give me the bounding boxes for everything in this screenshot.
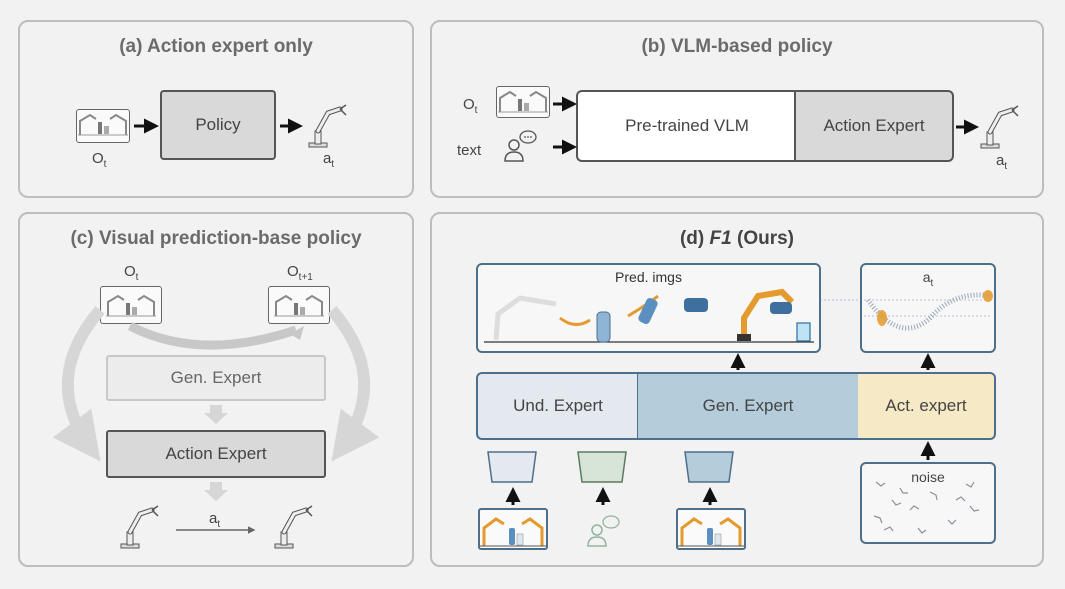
noise-icon — [873, 481, 980, 534]
und-expert-box: Und. Expert — [476, 372, 638, 440]
noise-frame: noise — [860, 462, 996, 544]
next-obs-thumbnail-icon — [268, 286, 330, 324]
panel-b-title: (b) VLM-based policy — [641, 36, 833, 57]
act-expert-box: Act. expert — [858, 372, 996, 440]
panel-c-title: (c) Visual prediction-base policy — [70, 228, 362, 249]
obs-label: Ot — [92, 150, 107, 170]
obs-thumbnail-icon — [100, 286, 162, 324]
gen-flow-arrow — [127, 321, 298, 350]
scene-thumbnail-icon — [478, 517, 548, 548]
action-label: at — [209, 510, 221, 530]
trajectory-frame: at — [860, 263, 996, 353]
noise-label: noise — [911, 469, 945, 485]
speech-person-icon — [504, 130, 537, 162]
obs-to-action-arrow — [52, 306, 105, 462]
robot-arm-icon — [309, 105, 346, 147]
gen-expert-box: Gen. Expert — [106, 355, 326, 401]
pred-imgs-strip — [484, 288, 814, 343]
robot-arm-icon — [275, 506, 312, 548]
und-tokenizer-icon — [487, 451, 537, 483]
scene-thumbnail-icon — [676, 517, 746, 548]
action-trajectory — [864, 290, 993, 331]
text-label: text — [457, 142, 482, 159]
scene-thumbnail-icon — [77, 114, 129, 136]
robot-arm-icon — [121, 506, 158, 548]
obs-thumbnail-icon — [496, 86, 550, 118]
panel-c: (c) Visual prediction-base policy — [18, 212, 414, 567]
policy-box: Policy — [160, 90, 276, 160]
panel-a-title: (a) Action expert only — [119, 36, 313, 57]
next-obs-to-action-arrow — [327, 306, 380, 462]
vlm-box: Pre-trained VLM — [576, 90, 796, 162]
scene-thumbnail-icon — [105, 295, 157, 317]
panel-d-title: (d) F1 (Ours) — [679, 228, 794, 249]
action-expert-box: Action Expert — [794, 90, 954, 162]
text-tokenizer-icon — [577, 451, 627, 483]
action-label: at — [323, 150, 335, 170]
robot-arm-icon — [981, 106, 1018, 148]
gen-tokenizer-icon — [684, 451, 734, 483]
obs-thumbnail-icon — [76, 109, 130, 143]
obs-label: Ot — [124, 263, 139, 283]
obs-label: Ot — [463, 96, 478, 116]
action-expert-box: Action Expert — [106, 430, 326, 478]
action-label: at — [996, 152, 1008, 172]
trajectory-label: at — [922, 269, 934, 289]
scene-thumbnail-icon — [273, 295, 325, 317]
gen-expert-box: Gen. Expert — [637, 372, 859, 440]
scene-thumbnail-icon — [497, 91, 549, 113]
speech-person-icon — [587, 515, 620, 547]
pred-imgs-label: Pred. imgs — [615, 269, 682, 285]
next-obs-label: Ot+1 — [287, 263, 313, 283]
